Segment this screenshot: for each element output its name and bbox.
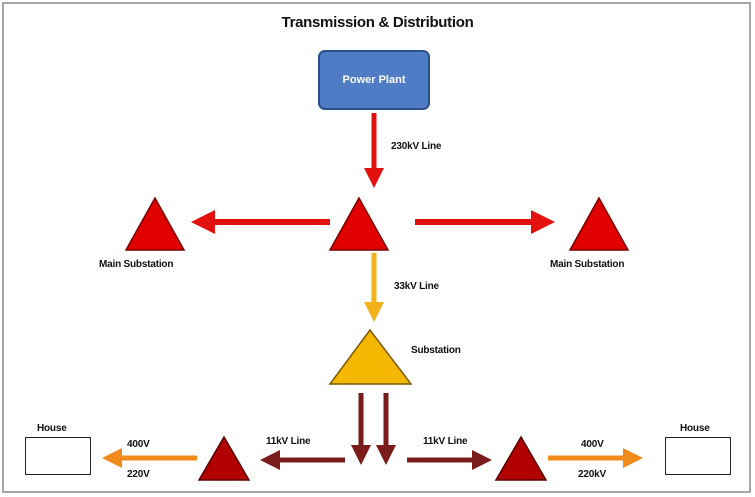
left-distribution-triangle bbox=[197, 435, 251, 481]
right-house-box bbox=[665, 437, 731, 475]
label-left-400v: 400V bbox=[127, 439, 150, 450]
right-distribution-triangle bbox=[494, 435, 548, 481]
label-left-main-substation: Main Substation bbox=[99, 259, 174, 270]
label-right-220kv: 220kV bbox=[578, 469, 606, 480]
power-plant-label: Power Plant bbox=[342, 74, 406, 86]
left-main-substation-triangle bbox=[124, 196, 186, 251]
label-11kv-line-right: 11kV Line bbox=[423, 436, 468, 447]
label-11kv-line-left: 11kV Line bbox=[266, 436, 311, 447]
label-230kv-line: 230kV Line bbox=[391, 141, 442, 152]
diagram-title: Transmission & Distribution bbox=[281, 14, 474, 31]
right-main-substation-triangle bbox=[568, 196, 630, 251]
left-house-box bbox=[25, 437, 91, 475]
label-right-house: House bbox=[680, 423, 710, 434]
substation-triangle bbox=[328, 328, 413, 385]
label-right-main-substation: Main Substation bbox=[550, 259, 625, 270]
label-substation: Substation bbox=[411, 345, 461, 356]
power-plant-box: Power Plant bbox=[318, 50, 430, 110]
label-left-house: House bbox=[37, 423, 67, 434]
label-left-220v: 220V bbox=[127, 469, 150, 480]
central-substation-triangle bbox=[328, 196, 390, 251]
label-right-400v: 400V bbox=[581, 439, 604, 450]
label-33kv-line: 33kV Line bbox=[394, 281, 439, 292]
